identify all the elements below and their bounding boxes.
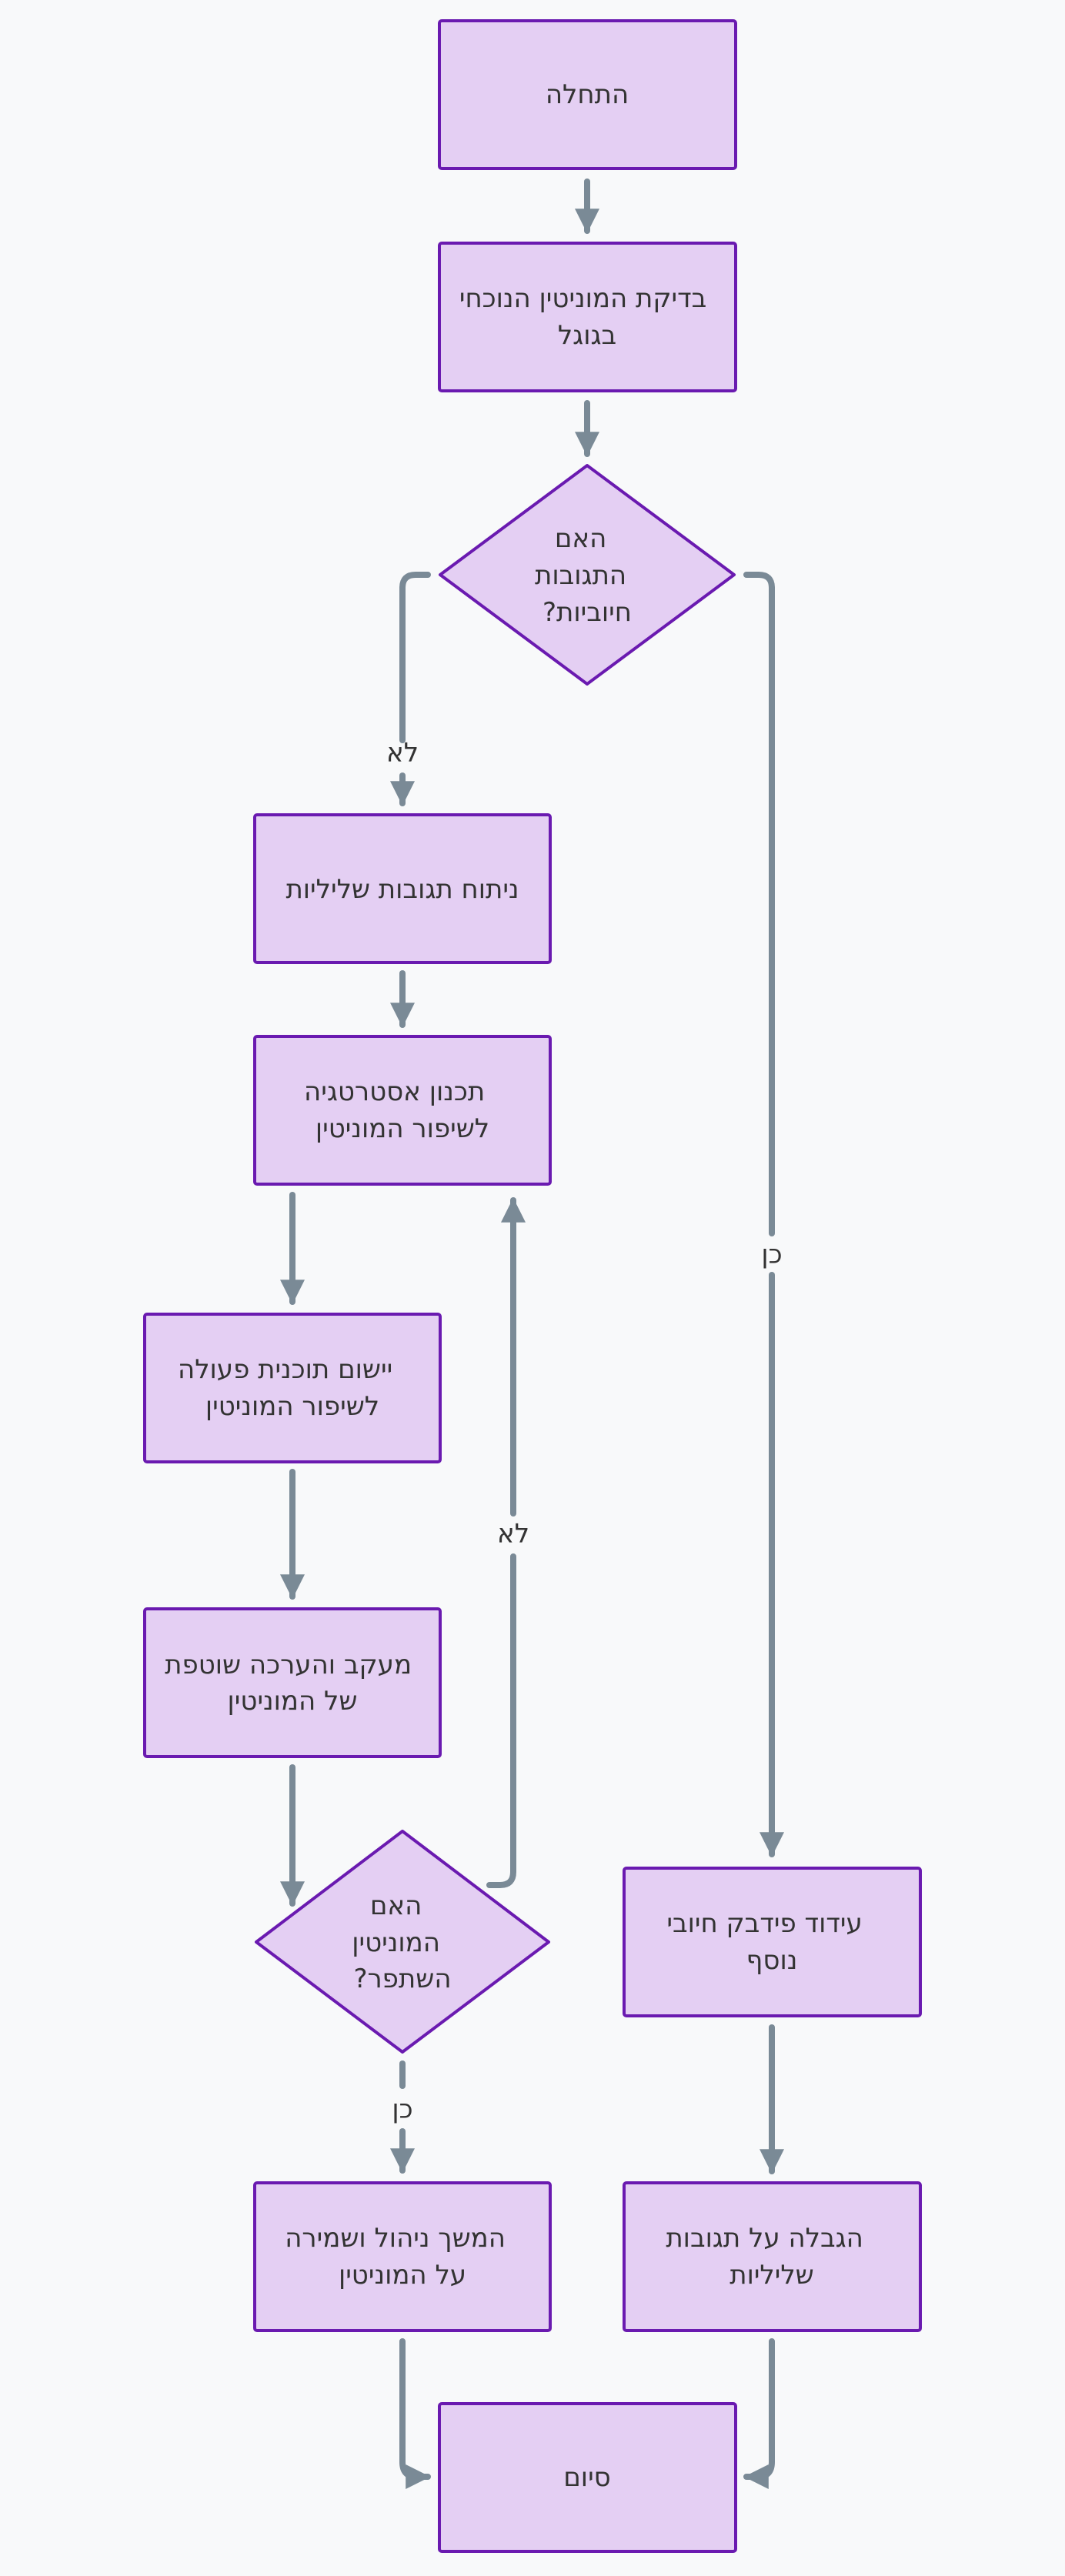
edge-improved-no: [486, 1553, 516, 1888]
node-analyze-line-1: ניתוח תגובות שליליות: [285, 874, 519, 905]
node-decision-improved-line-3: ?השתפר: [353, 1964, 451, 1994]
node-check-text: בדיקת המוניטין הנוכחי בגוגל: [459, 283, 715, 351]
node-encourage-line-2: נוסף: [746, 1945, 798, 1976]
node-start: התחלה: [438, 19, 737, 170]
node-limit-line-2: שליליות: [729, 2260, 814, 2291]
node-decision-improved: האם המוניטין ?השתפר: [255, 1830, 550, 2054]
node-decision-positive-text: האם התגובות ?חיוביות: [535, 523, 635, 628]
edges: [280, 179, 784, 2489]
node-limit-line-1: הגבלה על תגובות: [666, 2223, 863, 2254]
node-analyze-text: ניתוח תגובות שליליות: [285, 874, 519, 905]
node-check-line-2: בגוגל: [558, 320, 616, 351]
edge-decision-yes: [743, 572, 775, 1236]
edge-labels: לא כן לא כן: [386, 738, 783, 2125]
node-decision-positive-line-2: התגובות: [535, 560, 626, 591]
edge-label-improved-yes: כן: [392, 2094, 412, 2125]
node-decision-improved-line-1: האם: [370, 1890, 422, 1921]
nodes: התחלה בדיקת המוניטין הנוכחי בגוגל האם הת…: [143, 19, 922, 2553]
node-end-text: סיום: [563, 2462, 611, 2493]
node-limit: הגבלה על תגובות שליליות: [623, 2181, 922, 2332]
node-plan-line-2: לשיפור המוניטין: [315, 1113, 489, 1144]
edge-label-improved-no: לא: [497, 1519, 529, 1550]
node-monitor: מעקב והערכה שוטפת של המוניטין: [143, 1607, 442, 1758]
edge-label-positive-yes: כן: [761, 1240, 782, 1270]
node-continue-line-1: המשך ניהול ושמירה: [285, 2223, 506, 2254]
node-decision-improved-text: האם המוניטין ?השתפר: [352, 1890, 451, 1994]
node-start-line-1: התחלה: [546, 79, 629, 110]
node-monitor-line-1: מעקב והערכה שוטפת: [165, 1650, 412, 1680]
node-end: סיום: [438, 2402, 737, 2553]
node-decision-improved-line-2: המוניטין: [352, 1927, 440, 1958]
node-monitor-line-2: של המוניטין: [228, 1686, 358, 1717]
node-plan-line-1: תכנון אסטרטגיה: [304, 1076, 485, 1107]
node-end-line-1: סיום: [563, 2462, 611, 2493]
edge-label-positive-no: לא: [386, 738, 419, 769]
node-implement-line-1: יישום תוכנית פעולה: [178, 1354, 392, 1385]
node-limit-text: הגבלה על תגובות שליליות: [666, 2223, 871, 2291]
node-implement: יישום תוכנית פעולה לשיפור המוניטין: [143, 1313, 442, 1463]
node-start-text: התחלה: [546, 79, 629, 110]
node-decision-positive: האם התגובות ?חיוביות: [439, 464, 736, 686]
node-monitor-text: מעקב והערכה שוטפת של המוניטין: [165, 1650, 420, 1717]
edge-continue-to-end: [399, 2338, 431, 2489]
node-plan: תכנון אסטרטגיה לשיפור המוניטין: [253, 1035, 552, 1186]
node-implement-text: יישום תוכנית פעולה לשיפור המוניטין: [178, 1354, 401, 1422]
node-decision-positive-line-3: ?חיוביות: [543, 597, 632, 628]
node-implement-line-2: לשיפור המוניטין: [205, 1391, 379, 1422]
edge-limit-to-end: [743, 2338, 775, 2489]
node-encourage-line-1: עידוד פידבק חיובי: [666, 1908, 862, 1939]
node-encourage-text: עידוד פידבק חיובי נוסף: [666, 1908, 870, 1976]
node-continue: המשך ניהול ושמירה על המוניטין: [253, 2181, 552, 2332]
edge-decision-no: [399, 572, 431, 743]
node-check: בדיקת המוניטין הנוכחי בגוגל: [438, 242, 737, 392]
node-continue-line-2: על המוניטין: [339, 2260, 466, 2291]
node-check-line-1: בדיקת המוניטין הנוכחי: [459, 283, 707, 314]
node-encourage: עידוד פידבק חיובי נוסף: [623, 1867, 922, 2017]
node-analyze: ניתוח תגובות שליליות: [253, 813, 552, 964]
node-decision-positive-line-1: האם: [555, 523, 607, 554]
node-continue-text: המשך ניהול ושמירה על המוניטין: [285, 2223, 514, 2291]
node-plan-text: תכנון אסטרטגיה לשיפור המוניטין: [304, 1076, 493, 1144]
